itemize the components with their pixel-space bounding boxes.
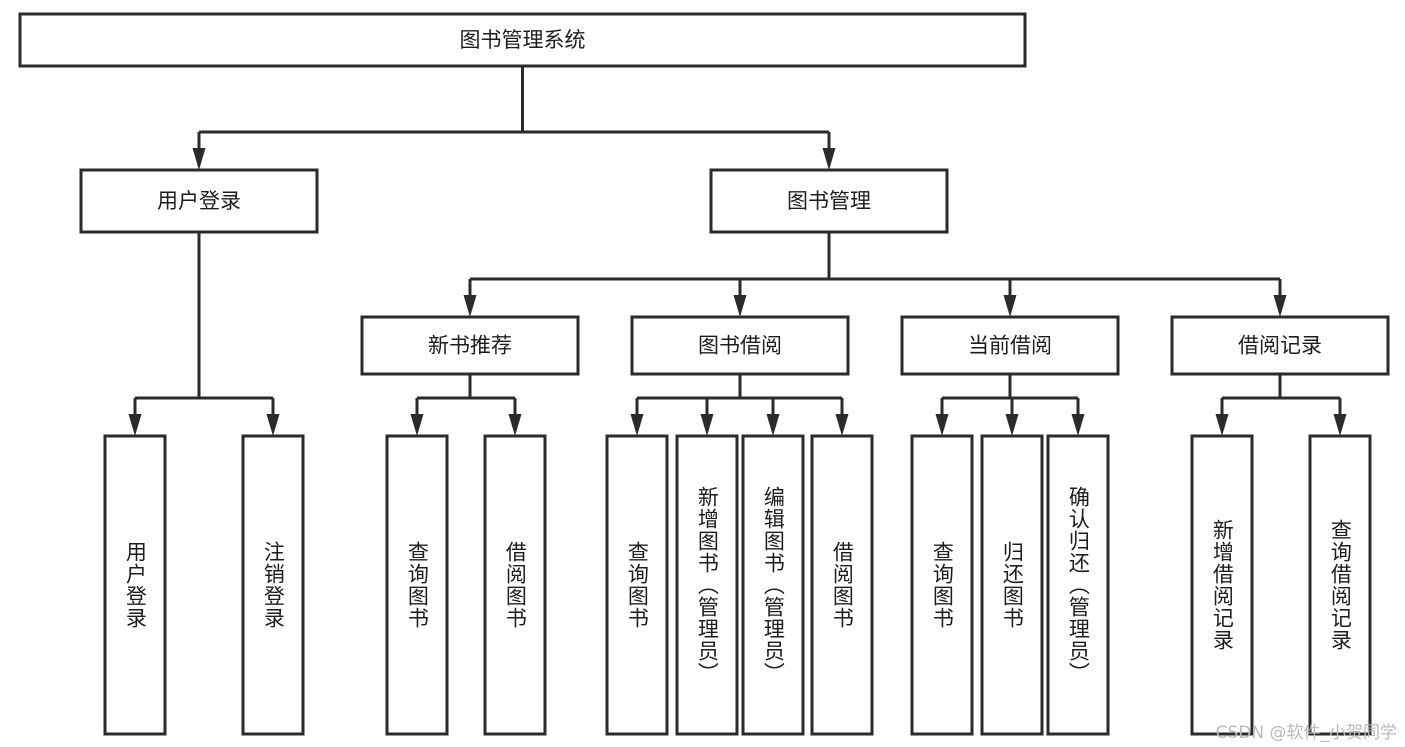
arrow-head-book-manage-current-borrow [1003, 295, 1017, 317]
node-box-leaf-query-book-3 [910, 434, 974, 736]
node-leaf-borrow-book-2[interactable] [810, 434, 874, 736]
node-user-login[interactable]: 用户登录 [79, 168, 319, 234]
node-current-borrow[interactable]: 当前借阅 [900, 315, 1120, 376]
node-box-current-borrow [900, 315, 1120, 376]
node-book-borrow[interactable]: 图书借阅 [630, 315, 850, 376]
node-label-user-login: 用户登录 [157, 189, 241, 213]
node-box-leaf-query-record [1308, 434, 1372, 736]
node-book-manage[interactable]: 图书管理 [709, 168, 949, 234]
node-box-leaf-logout [241, 434, 305, 736]
arrow-head-book-manage-book-borrow [733, 295, 747, 317]
node-label-new-book-rec: 新书推荐 [428, 334, 512, 358]
node-box-leaf-borrow-book-2 [810, 434, 874, 736]
node-leaf-add-book[interactable] [675, 434, 739, 736]
arrow-head-book-borrow-leaf-query-book-2 [630, 414, 644, 436]
arrow-head-current-borrow-leaf-return-book [1005, 414, 1019, 436]
arrow-head-borrow-record-leaf-query-record [1333, 414, 1347, 436]
node-box-leaf-add-record [1190, 434, 1254, 736]
arrow-head-current-borrow-leaf-query-book-3 [935, 414, 949, 436]
node-box-book-borrow [630, 315, 850, 376]
arrow-head-new-book-rec-leaf-query-book-1 [410, 414, 424, 436]
arrow-head-borrow-record-leaf-add-record [1215, 414, 1229, 436]
node-leaf-edit-book[interactable] [741, 434, 805, 736]
arrow-head-root-user-login [192, 148, 206, 170]
watermark: CSDN @软件_小贺同学 [1215, 723, 1397, 743]
node-label-book-manage: 图书管理 [787, 189, 871, 213]
node-box-root [18, 12, 1027, 68]
node-leaf-query-book-3[interactable] [910, 434, 974, 736]
node-box-leaf-query-book-2 [605, 434, 669, 736]
node-label-book-borrow: 图书借阅 [698, 334, 782, 358]
node-borrow-record[interactable]: 借阅记录 [1170, 315, 1390, 376]
arrow-head-book-borrow-leaf-edit-book [766, 414, 780, 436]
node-box-leaf-query-book-1 [385, 434, 449, 736]
node-label-borrow-record: 借阅记录 [1238, 334, 1322, 358]
node-leaf-query-book-2[interactable] [605, 434, 669, 736]
connectors-layer [128, 66, 1347, 436]
node-new-book-rec[interactable]: 新书推荐 [360, 315, 580, 376]
node-box-leaf-return-book [980, 434, 1044, 736]
arrow-head-book-borrow-leaf-borrow-book-2 [835, 414, 849, 436]
node-leaf-return-book[interactable] [980, 434, 1044, 736]
node-box-leaf-edit-book [741, 434, 805, 736]
node-box-leaf-add-book [675, 434, 739, 736]
node-box-borrow-record [1170, 315, 1390, 376]
node-box-leaf-user-login [103, 434, 167, 736]
node-leaf-query-book-1[interactable] [385, 434, 449, 736]
node-box-book-manage [709, 168, 949, 234]
arrow-head-current-borrow-leaf-confirm-return [1071, 414, 1085, 436]
node-root[interactable]: 图书管理系统 [18, 12, 1027, 68]
node-box-user-login [79, 168, 319, 234]
node-label-current-borrow: 当前借阅 [968, 334, 1052, 358]
node-box-leaf-confirm-return [1046, 434, 1110, 736]
node-box-leaf-borrow-book-1 [483, 434, 547, 736]
arrow-head-root-book-manage [822, 148, 836, 170]
node-label-root: 图书管理系统 [460, 28, 586, 52]
node-leaf-borrow-book-1[interactable] [483, 434, 547, 736]
node-leaf-confirm-return[interactable] [1046, 434, 1110, 736]
arrow-head-user-login-leaf-logout [266, 414, 280, 436]
arrow-head-book-manage-borrow-record [1273, 295, 1287, 317]
arrow-head-book-borrow-leaf-add-book [700, 414, 714, 436]
node-leaf-query-record[interactable] [1308, 434, 1372, 736]
node-leaf-user-login[interactable] [103, 434, 167, 736]
arrow-head-book-manage-new-book-rec [463, 295, 477, 317]
node-leaf-add-record[interactable] [1190, 434, 1254, 736]
node-box-new-book-rec [360, 315, 580, 376]
arrow-head-user-login-leaf-user-login [128, 414, 142, 436]
node-leaf-logout[interactable] [241, 434, 305, 736]
arrow-head-new-book-rec-leaf-borrow-book-1 [508, 414, 522, 436]
